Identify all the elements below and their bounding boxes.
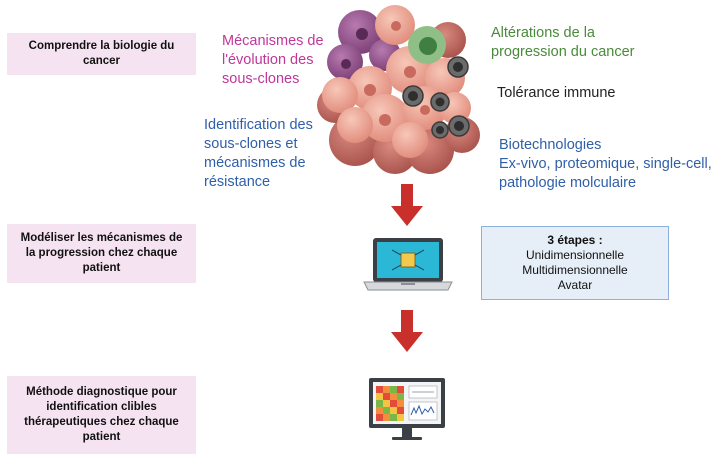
- step-model-progression: Modéliser les mécanismes de la progressi…: [7, 224, 196, 283]
- steps-box-title: 3 étapes :: [547, 233, 603, 247]
- label-line: l'évolution des: [222, 52, 314, 68]
- step-diagnostic-method: Méthode diagnostique pour identification…: [7, 376, 196, 454]
- steps-box-item: Multidimensionnelle: [522, 263, 628, 277]
- down-arrow-icon: [391, 184, 423, 226]
- steps-box-item: Avatar: [557, 278, 593, 292]
- step-1-text: Comprendre la biologie du cancer: [28, 40, 175, 67]
- label-line: Mécanismes de: [222, 33, 324, 49]
- label-line: Ex-vivo, proteomique, single-cell,: [499, 156, 712, 172]
- monitor-heatmap-icon: [369, 378, 445, 440]
- label-biotechnologies: Biotechnologies Ex-vivo, proteomique, si…: [499, 136, 712, 193]
- steps-box-item: Unidimensionnelle: [525, 248, 625, 262]
- step-understand-biology: Comprendre la biologie du cancer: [7, 33, 196, 75]
- label-line: sous-clones et: [204, 136, 298, 152]
- down-arrow-icon: [391, 310, 423, 352]
- modeling-steps-box: 3 étapes : Unidimensionnelle Multidimens…: [481, 226, 669, 300]
- label-line: Altérations de la: [491, 25, 595, 41]
- label-progression-alterations: Altérations de la progression du cancer: [491, 24, 634, 62]
- step-2-text: Modéliser les mécanismes de la progressi…: [20, 232, 183, 274]
- step-3-text: Méthode diagnostique pour identification…: [24, 386, 179, 443]
- laptop-chip-icon: [363, 238, 453, 291]
- label-line: sous-clones: [222, 71, 300, 87]
- label-line: Tolérance immune: [497, 85, 616, 101]
- label-line: mécanismes de: [204, 155, 306, 171]
- label-line: progression du cancer: [491, 44, 635, 60]
- cancer-cell-cluster-icon: [317, 5, 480, 174]
- label-subclone-mechanisms: Mécanismes de l'évolution des sous-clone…: [222, 32, 324, 89]
- label-subclone-identification: Identification des sous-clones et mécani…: [204, 116, 313, 192]
- label-immune-tolerance: Tolérance immune: [497, 84, 615, 103]
- label-line: pathologie molculaire: [499, 175, 637, 191]
- label-line: résistance: [204, 174, 271, 190]
- label-line: Biotechnologies: [499, 137, 602, 153]
- label-line: Identification des: [204, 117, 313, 133]
